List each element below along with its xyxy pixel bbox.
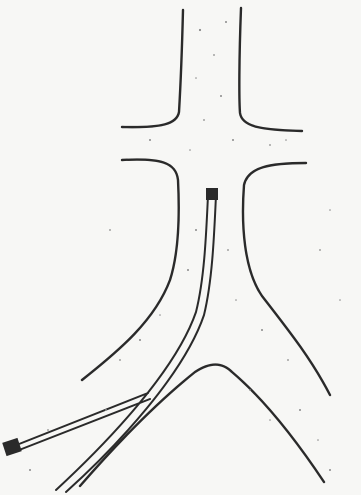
catheter-tip xyxy=(206,188,218,200)
trunk-left-wall-lower xyxy=(82,160,179,380)
side-wire xyxy=(2,393,150,456)
bifurcation-crotch xyxy=(80,365,324,487)
side-wire-line-1 xyxy=(14,393,148,446)
side-wire-line-2 xyxy=(14,399,150,452)
trunk-left-wall-upper xyxy=(122,10,183,127)
side-wire-end xyxy=(2,438,22,456)
trunk-right-wall-upper xyxy=(239,8,302,131)
catheter xyxy=(56,188,218,492)
catheter-line-2 xyxy=(66,195,216,492)
catheter-line-1 xyxy=(56,195,208,490)
stipple-texture xyxy=(29,21,341,471)
trunk-right-wall-lower xyxy=(243,163,330,395)
